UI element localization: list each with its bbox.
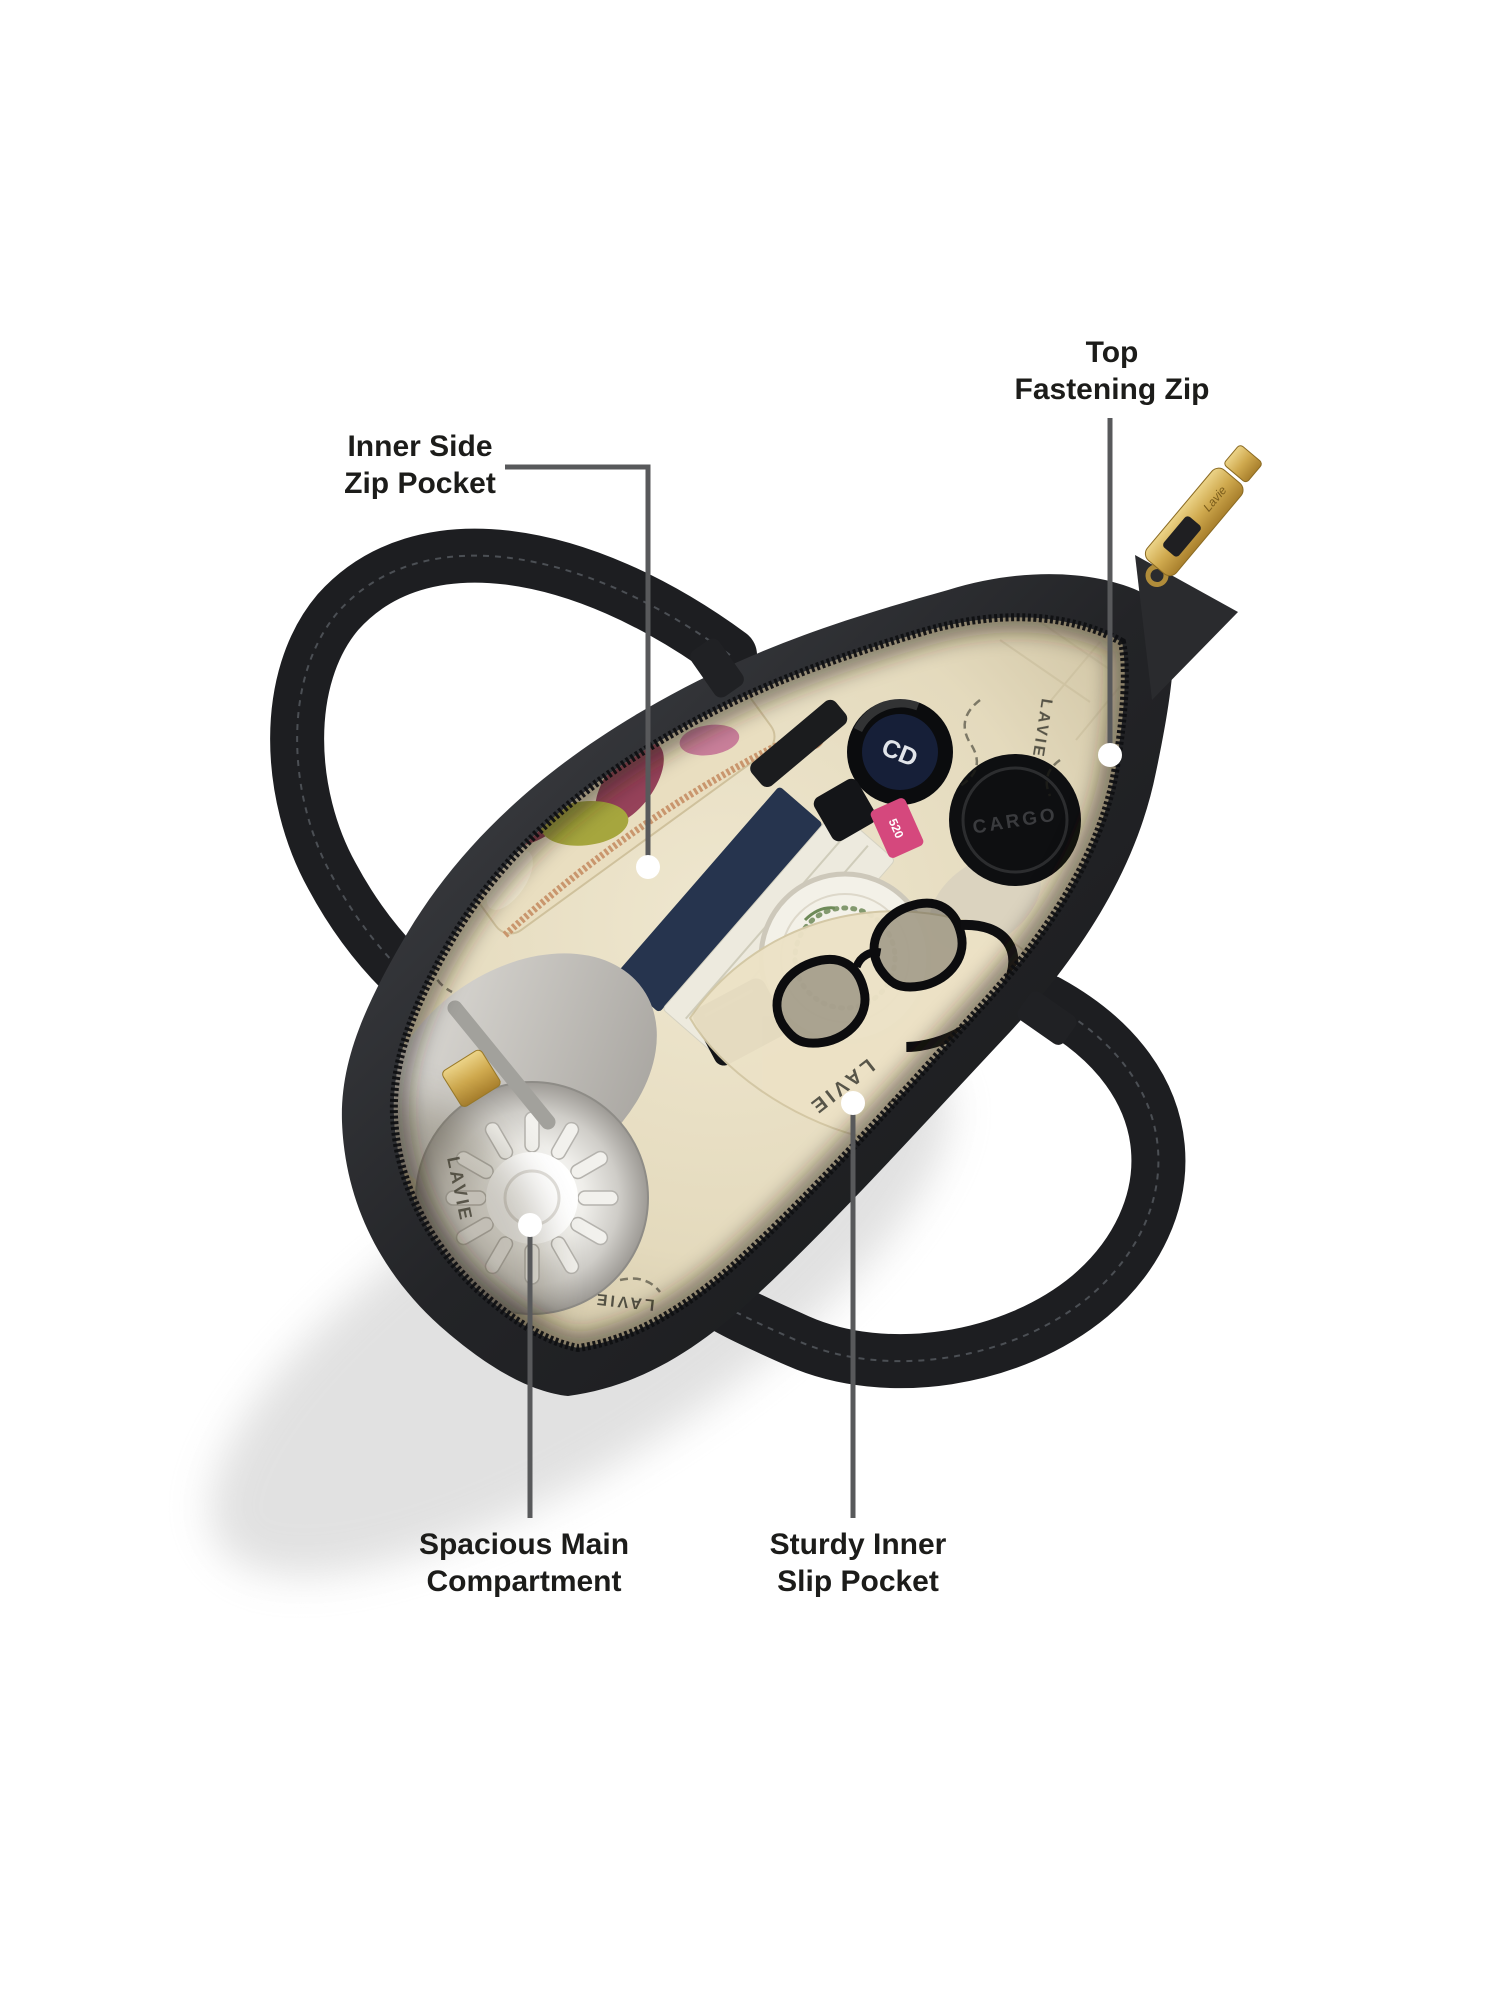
marker-dot-top-fastening-zip xyxy=(1098,743,1122,767)
leader-line-inner-side-zip-pocket xyxy=(505,464,651,867)
svg-text:LAVIE: LAVIE xyxy=(593,1290,655,1313)
marker-dot-inner-side-zip-pocket xyxy=(636,855,660,879)
dior-compact: CD xyxy=(847,698,953,805)
gray-pen xyxy=(447,1000,556,1130)
gold-box xyxy=(442,1049,501,1107)
callout-label-spacious-main-compartment: Spacious Main Compartment xyxy=(354,1526,694,1600)
bag-handle-bottom-right xyxy=(671,975,1186,1389)
zipper-tape-corner xyxy=(1135,555,1238,700)
marker-dot-spacious-main-compartment xyxy=(518,1213,542,1237)
callout-line2: Zip Pocket xyxy=(344,467,496,500)
marker-dots xyxy=(518,743,1122,1237)
callout-line1: Spacious Main xyxy=(418,1528,630,1561)
zip-pull: Lavie xyxy=(1144,445,1262,588)
mascara-stick xyxy=(750,699,848,788)
bag-handle-top-left xyxy=(270,528,757,1035)
handle-attachment-tab xyxy=(690,638,744,698)
callout-line2: Fastening Zip xyxy=(1014,373,1210,406)
callout-label-inner-side-zip-pocket: Inner Side Zip Pocket xyxy=(250,428,590,502)
handle-attachment-tab xyxy=(1017,991,1077,1045)
bag-zipper-coil xyxy=(389,613,1129,1353)
callout-label-sturdy-inner-slip-pocket: Sturdy Inner Slip Pocket xyxy=(688,1526,1028,1600)
cargo-jar: CARGO xyxy=(949,754,1081,886)
callout-line2: Compartment xyxy=(426,1565,622,1598)
pink-lipstick: 520 xyxy=(870,798,924,858)
marker-dot-sturdy-inner-slip-pocket xyxy=(841,1091,865,1115)
leader-lines xyxy=(505,418,1113,1518)
callout-line1: Top xyxy=(1085,336,1139,369)
sunglasses xyxy=(772,898,1019,1053)
callout-label-top-fastening-zip: Top Fastening Zip xyxy=(942,334,1282,408)
callout-line1: Inner Side xyxy=(347,430,493,463)
callout-line2: Slip Pocket xyxy=(777,1565,939,1598)
black-cosmetic-case xyxy=(813,778,877,842)
callout-line1: Sturdy Inner xyxy=(769,1528,947,1561)
